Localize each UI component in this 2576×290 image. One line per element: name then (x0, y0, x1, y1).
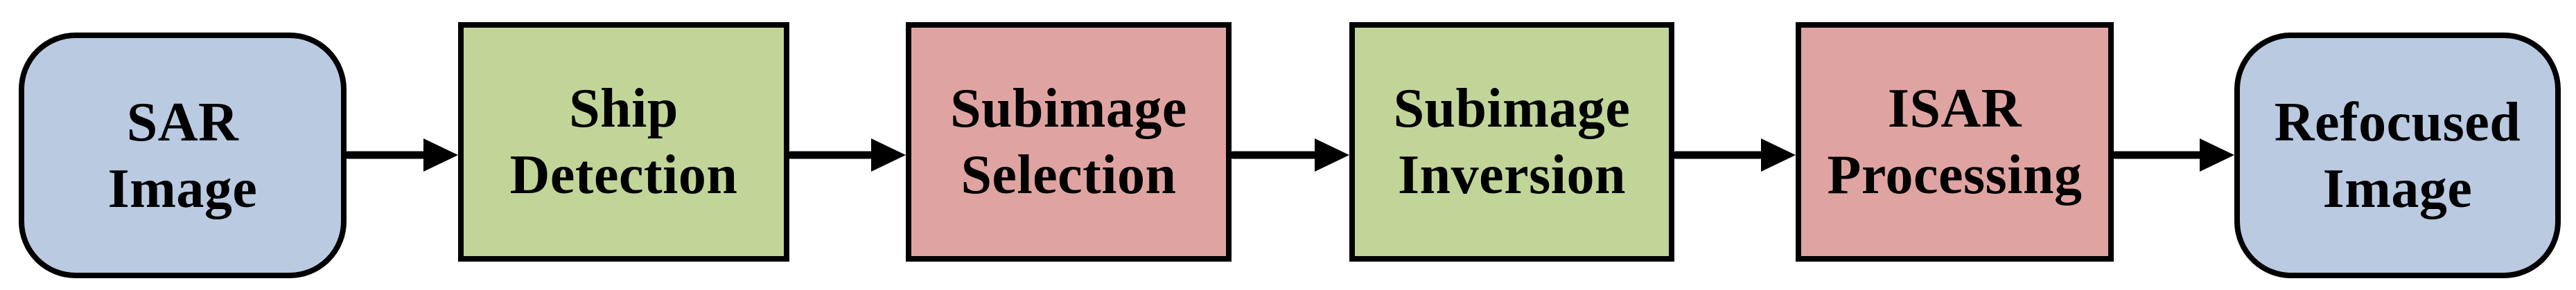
label-line: Ship (569, 78, 678, 139)
label-line: Subimage (950, 78, 1187, 139)
label-line: Selection (961, 145, 1177, 206)
label-line: SAR (126, 91, 239, 153)
flow-node-label: Subimage Selection (950, 75, 1187, 208)
arrowhead-icon (1315, 138, 1349, 172)
label-line: Image (107, 158, 258, 219)
flow-node-sar-image: SAR Image (19, 33, 347, 278)
label-line: ISAR (1887, 78, 2022, 139)
arrow-sar-image-to-ship-detection (344, 138, 458, 172)
flow-node-ship-detection: Ship Detection (458, 22, 789, 262)
label-line: Inversion (1397, 145, 1626, 206)
flow-node-refocused-image: Refocused Image (2234, 33, 2561, 278)
flow-node-label: ISAR Processing (1828, 75, 2083, 208)
label-line: Refocused (2274, 91, 2521, 153)
label-line: Image (2322, 158, 2473, 219)
arrow-isar-processing-to-refocused-image (2111, 138, 2234, 172)
arrowhead-icon (1761, 138, 1796, 172)
label-line: Processing (1827, 145, 2083, 206)
arrow-subimage-inversion-to-isar-processing (1672, 138, 1796, 172)
flow-node-subimage-inversion: Subimage Inversion (1349, 22, 1674, 262)
flow-node-label: Subimage Inversion (1394, 75, 1631, 208)
flow-node-label: SAR Image (108, 89, 258, 222)
arrowhead-icon (871, 138, 906, 172)
label-line: Subimage (1393, 78, 1631, 139)
flow-node-label: Ship Detection (510, 75, 738, 208)
flow-node-subimage-selection: Subimage Selection (906, 22, 1232, 262)
label-line: Detection (509, 145, 738, 206)
flow-node-label: Refocused Image (2275, 89, 2521, 222)
arrowhead-icon (2200, 138, 2234, 172)
arrow-ship-detection-to-subimage-selection (787, 138, 906, 172)
arrowhead-icon (423, 138, 458, 172)
flow-node-isar-processing: ISAR Processing (1796, 22, 2114, 262)
arrow-subimage-selection-to-subimage-inversion (1229, 138, 1349, 172)
